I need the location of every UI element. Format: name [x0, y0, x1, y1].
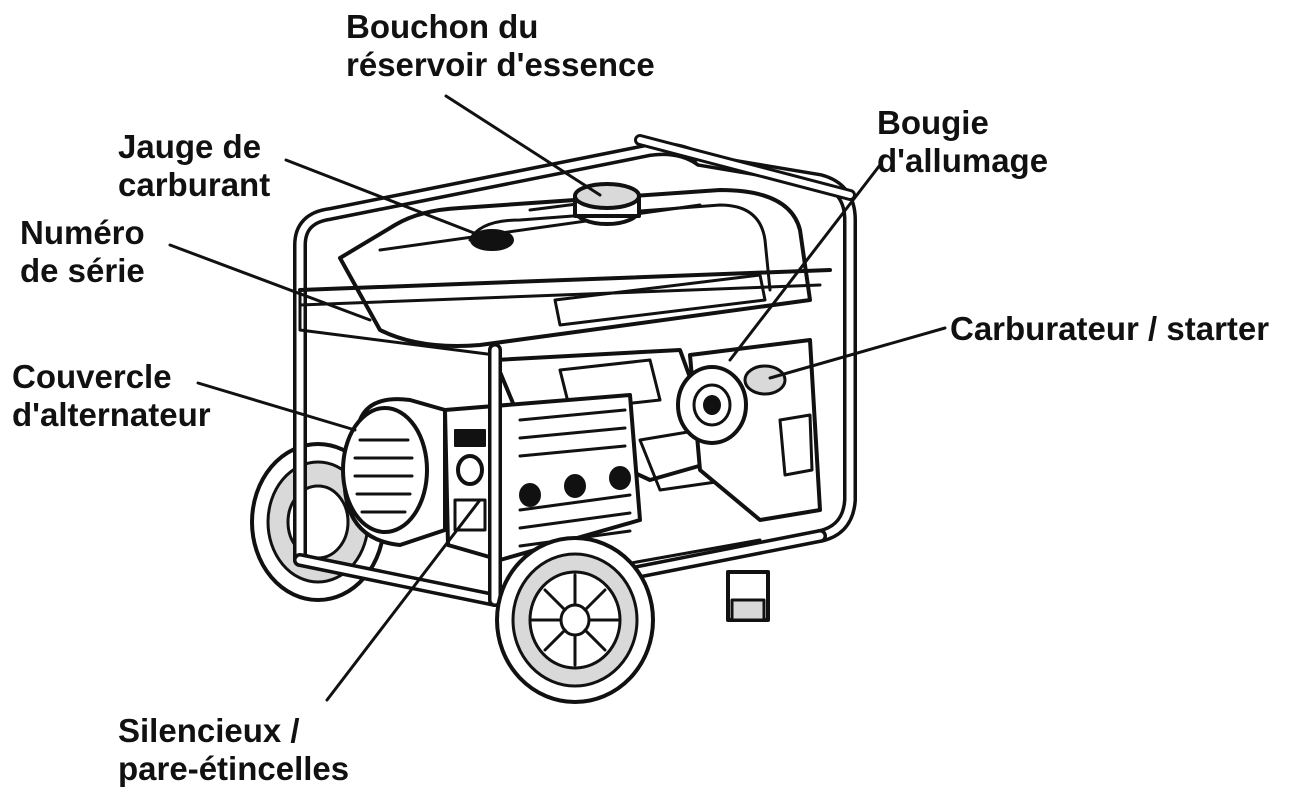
label-serial-number: Numéro de série	[20, 214, 145, 290]
leader-carburetor	[768, 326, 947, 380]
top-rail	[298, 268, 832, 357]
label-carburetor-choke-line1: Carburateur / starter	[950, 310, 1270, 347]
leader-alternator-cover	[196, 381, 357, 432]
label-fuel-gauge-line2: carburant	[118, 166, 271, 203]
label-fuel-cap-line2: réservoir d'essence	[346, 46, 655, 83]
control-panel	[443, 393, 642, 562]
label-spark-plug: Bougie d'allumage	[877, 104, 1048, 180]
leader-fuel-gauge	[284, 158, 494, 242]
label-fuel-cap: Bouchon du réservoir d'essence	[346, 8, 655, 84]
carburetor-assembly	[676, 338, 822, 522]
label-alternator-cover-line1: Couvercle	[12, 358, 172, 395]
label-muffler-line2: pare-étincelles	[118, 750, 350, 787]
fuel-cap	[573, 182, 641, 226]
label-alternator-cover-line2: d'alternateur	[12, 396, 211, 433]
label-spark-plug-line2: d'allumage	[877, 142, 1049, 179]
tube-frame	[293, 134, 857, 567]
leader-spark-plug	[728, 163, 882, 362]
label-serial-number-line1: Numéro	[20, 214, 145, 251]
label-serial-number-line2: de série	[20, 252, 145, 289]
leader-fuel-cap	[444, 94, 602, 197]
label-fuel-gauge-line1: Jauge de	[118, 128, 262, 165]
label-carburetor-choke: Carburateur / starter	[950, 310, 1269, 348]
label-muffler: Silencieux / pare-étincelles	[118, 712, 349, 788]
leader-serial-number	[168, 243, 372, 322]
label-fuel-gauge: Jauge de carburant	[118, 128, 270, 204]
label-fuel-cap-line1: Bouchon du	[346, 8, 539, 45]
base-frame	[293, 343, 827, 607]
label-alternator-cover: Couvercle d'alternateur	[12, 358, 211, 434]
label-muffler-line1: Silencieux /	[118, 712, 300, 749]
fuel-tank	[338, 188, 812, 348]
leader-lines	[168, 94, 947, 702]
leader-muffler	[325, 498, 482, 702]
front-wheel	[495, 536, 655, 704]
support-foot	[726, 570, 770, 622]
alternator	[341, 397, 447, 547]
label-spark-plug-line1: Bougie	[877, 104, 989, 141]
